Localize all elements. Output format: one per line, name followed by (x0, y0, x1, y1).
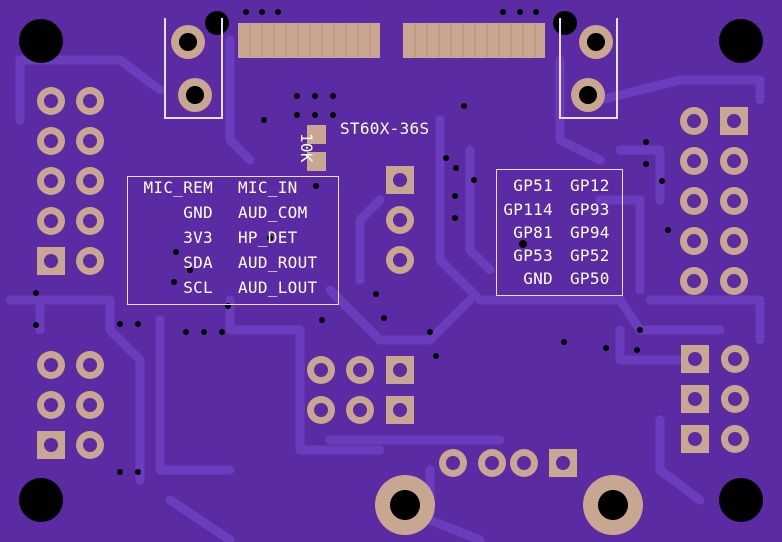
right-pin-label: GP51 (513, 176, 553, 195)
right-pin-label: GP93 (570, 200, 610, 219)
part-label: ST60X-36S (340, 119, 430, 138)
left-pin-label: AUD_COM (238, 203, 308, 222)
right-pin-label: GP53 (513, 246, 553, 265)
resistor-label: 10K (297, 133, 316, 163)
mounting-hole-top-right (719, 19, 763, 63)
left-pin-label: MIC_IN (238, 178, 298, 197)
mounting-holes (19, 11, 763, 522)
copper-traces (5, 35, 765, 542)
connector-outline (164, 18, 618, 119)
left-pin-label: AUD_LOUT (238, 278, 318, 297)
connector-hole-right (553, 11, 577, 35)
connector-hole-left (205, 11, 229, 35)
right-pin-label: GP94 (570, 223, 610, 242)
right-pin-label: GP50 (570, 269, 610, 288)
through-hole-pads (37, 25, 749, 535)
smd-pad-strip-left (238, 23, 380, 58)
right-pin-label: GP12 (570, 176, 610, 195)
left-label-box (127, 176, 339, 305)
vias (33, 9, 671, 475)
mounting-hole-top-left (19, 19, 63, 63)
left-pin-label: 3V3 (183, 228, 213, 247)
right-pin-label: GP114 (503, 200, 553, 219)
right-label-box (496, 169, 623, 296)
left-pin-label: MIC_REM (143, 178, 213, 197)
left-pin-label: HP_DET (238, 228, 298, 247)
left-pin-label: AUD_ROUT (238, 253, 318, 272)
right-pin-label: GP81 (513, 223, 553, 242)
left-pin-label: GND (183, 203, 213, 222)
right-pin-label: GP52 (570, 246, 610, 265)
smd-pad-strip-right (403, 23, 545, 58)
mounting-hole-bottom-right (719, 478, 763, 522)
smd-pad-dividers (249, 23, 536, 58)
mounting-hole-bottom-left (19, 478, 63, 522)
right-pin-label: GND (523, 269, 553, 288)
left-pin-label: SCL (183, 278, 213, 297)
left-pin-label: SDA (183, 253, 213, 272)
